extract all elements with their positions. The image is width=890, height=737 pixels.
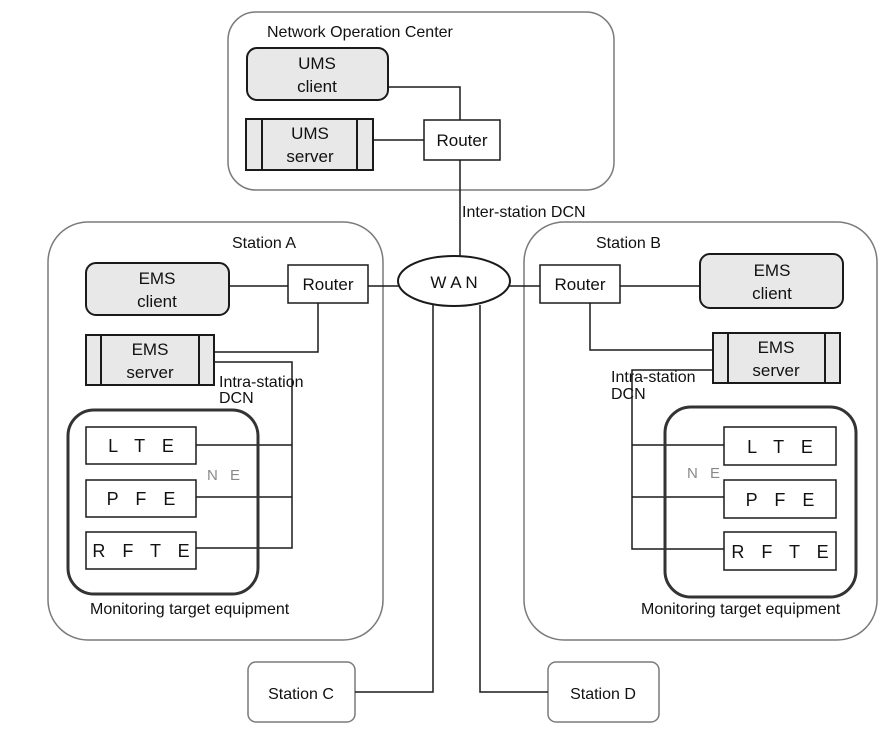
wan-node[interactable]: W A N [397, 255, 511, 307]
station-a-ems-client-label-1: EMS [139, 269, 176, 288]
station-b-intra-dcn-label-2: DCN [611, 386, 646, 403]
station-b-ne-label: N E [687, 465, 724, 482]
station-b-ems-client[interactable]: EMS client [699, 253, 844, 309]
station-a-ems-server[interactable]: EMS server [85, 334, 215, 386]
noc-router-label: Router [436, 131, 487, 150]
wan-label: W A N [430, 273, 477, 292]
ums-client[interactable]: UMS client [246, 47, 389, 101]
station-b-caption: Monitoring target equipment [641, 601, 841, 618]
station-a-lte-label: L T E [108, 436, 180, 456]
station-c-title: Station C [268, 686, 334, 703]
station-a-pfe-label: P F E [107, 489, 182, 509]
wire-wan-station-d [479, 305, 548, 693]
station-b-ne-group [663, 405, 858, 599]
station-a-title: Station A [232, 235, 296, 252]
wire-b-router-server [589, 303, 713, 351]
station-b-ems-server[interactable]: EMS server [712, 332, 841, 384]
ums-client-label-1: UMS [298, 54, 336, 73]
station-a-rfte-label: R F T E [92, 541, 195, 561]
station-a-lte[interactable]: L T E [85, 426, 197, 465]
station-a-ne-group [66, 408, 260, 596]
wire-b-intra-station-dcn [631, 369, 724, 550]
station-b-router[interactable]: Router [539, 264, 621, 304]
station-a-router-label: Router [302, 275, 353, 294]
station-b-router-label: Router [554, 275, 605, 294]
station-b-lte-label: L T E [747, 437, 819, 457]
station-a-ne-label: N E [207, 467, 244, 484]
station-a-router[interactable]: Router [287, 264, 369, 304]
station-a-intra-dcn-label-2: DCN [219, 390, 254, 407]
station-b-pfe[interactable]: P F E [723, 479, 837, 519]
station-a-ems-client[interactable]: EMS client [85, 262, 230, 316]
station-b-ems-client-label-2: client [752, 284, 792, 303]
station-b-rfte[interactable]: R F T E [723, 531, 837, 571]
station-a-caption: Monitoring target equipment [90, 601, 290, 618]
wire-wan-station-c [355, 305, 434, 693]
station-b-intra-dcn-label-1: Intra-station [611, 369, 695, 386]
ums-client-label-2: client [297, 77, 337, 96]
station-b-pfe-label: P F E [746, 490, 821, 510]
station-b-ems-server-label-1: EMS [758, 338, 795, 357]
station-a-intra-dcn-label-1: Intra-station [219, 374, 303, 391]
station-b-lte[interactable]: L T E [723, 426, 837, 466]
station-b-rfte-label: R F T E [731, 542, 834, 562]
noc-title: Network Operation Center [267, 24, 454, 41]
noc-router[interactable]: Router [423, 119, 501, 161]
ums-server-label-1: UMS [291, 124, 329, 143]
station-b-title: Station B [596, 235, 661, 252]
inter-station-dcn-label: Inter-station DCN [462, 204, 586, 221]
ums-server-label-2: server [286, 147, 334, 166]
wire-ums-client-router [388, 86, 461, 120]
wire-a-router-server [214, 303, 319, 353]
station-a-ems-server-label-1: EMS [132, 340, 169, 359]
ums-server[interactable]: UMS server [245, 118, 374, 171]
station-b-ems-client-label-1: EMS [754, 261, 791, 280]
station-a-pfe[interactable]: P F E [85, 479, 197, 518]
station-b-ems-server-label-2: server [752, 361, 800, 380]
wire-a-intra-station-dcn [196, 361, 293, 549]
station-d-title: Station D [570, 686, 636, 703]
station-a-rfte[interactable]: R F T E [85, 531, 197, 570]
station-a-ems-client-label-2: client [137, 292, 177, 311]
station-a-ems-server-label-2: server [126, 363, 174, 382]
